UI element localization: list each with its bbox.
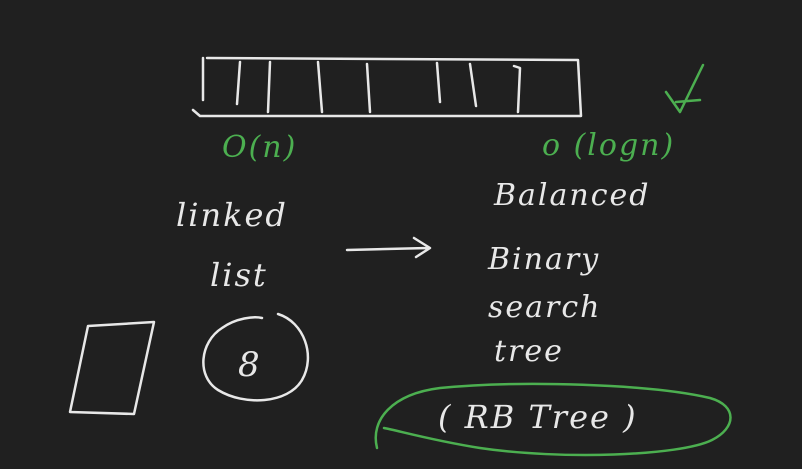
array-complexity-label: O(n) (222, 130, 298, 165)
array-divider (316, 60, 324, 114)
array-outline (191, 56, 583, 118)
circle-digit: 8 (238, 345, 262, 385)
rb-tree-loop (374, 382, 732, 457)
binary-label: Binary (488, 242, 601, 277)
search-label: search (488, 290, 602, 325)
array-divider (266, 60, 272, 114)
array-divider (365, 62, 372, 114)
tree-label: tree (494, 334, 564, 369)
rb-tree-label: ( RB Tree ) (438, 398, 638, 436)
bst-complexity-label: o (logn) (542, 128, 676, 163)
circle-shape (202, 312, 310, 402)
array-divider (235, 60, 242, 106)
array-divider (468, 62, 478, 108)
list-label: list (210, 256, 268, 294)
box-shape (68, 320, 156, 416)
linked-label: linked (176, 196, 288, 234)
arrow (345, 236, 432, 259)
balanced-label: Balanced (494, 178, 651, 213)
array-divider (435, 61, 442, 104)
check-mark (664, 63, 705, 114)
array-divider (512, 64, 522, 114)
